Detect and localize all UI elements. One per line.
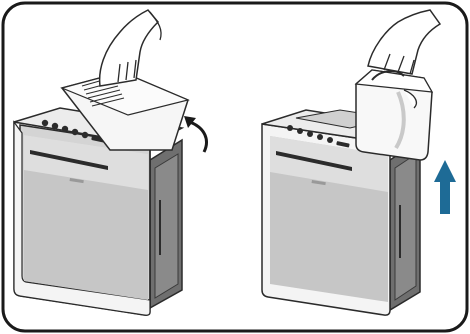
instruction-illustration — [0, 0, 470, 334]
instruction-illustration-frame — [0, 0, 470, 334]
